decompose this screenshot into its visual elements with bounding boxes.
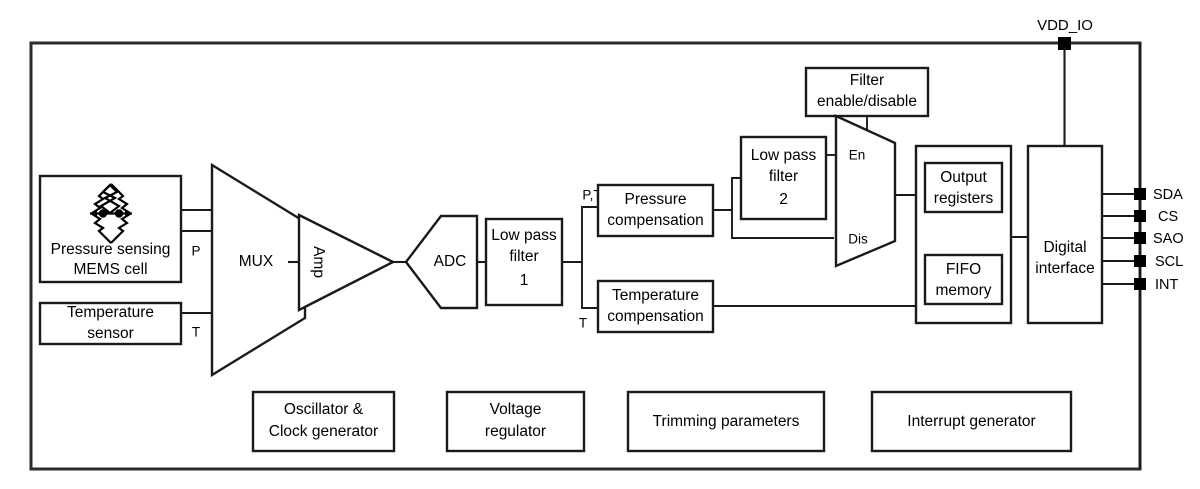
wheatstone-bridge-icon	[90, 183, 132, 244]
block-temperature-compensation-label-1: Temperature	[612, 287, 699, 304]
block-low-pass-filter-1-label-2: filter	[509, 248, 538, 265]
block-voltage-regulator-label-1: Voltage	[490, 401, 542, 418]
pad-int	[1134, 278, 1146, 290]
pad-scl	[1134, 255, 1146, 267]
block-amp-label: Amp	[310, 246, 327, 278]
block-interrupt-generator[interactable]	[870, 390, 1073, 453]
signal-label-t: T	[192, 325, 200, 340]
wire-lpf1-branch-pressure	[581, 206, 598, 262]
block-pressure-compensation[interactable]	[596, 183, 715, 238]
pin-label-scl: SCL	[1155, 254, 1183, 270]
wire-pcomp-bypass	[731, 210, 834, 239]
block-voltage-regulator[interactable]	[445, 390, 586, 453]
block-pressure-compensation-label-1: Pressure	[624, 191, 686, 208]
block-temperature-sensor[interactable]	[38, 301, 183, 346]
block-output-registers[interactable]	[923, 161, 1004, 214]
signal-label-p: P	[191, 244, 200, 259]
block-voltage-regulator-label-2: regulator	[485, 423, 546, 440]
block-oscillator-label-1: Oscillator &	[284, 401, 364, 418]
block-interrupt-generator-label: Interrupt generator	[907, 413, 1035, 430]
block-digital-interface-label-2: interface	[1035, 260, 1094, 277]
wire-pcomp-to-lpf2	[731, 177, 741, 210]
pad-sao	[1134, 232, 1146, 244]
block-mux-label: MUX	[239, 253, 274, 270]
pin-label-sda: SDA	[1153, 187, 1183, 203]
pin-label-int: INT	[1155, 277, 1179, 293]
block-mems-cell[interactable]	[38, 174, 183, 284]
block-filter-enable-disable-label-1: Filter	[850, 72, 884, 89]
block-temperature-sensor-label-1: Temperature	[67, 304, 154, 321]
block-fifo-memory-label-2: memory	[936, 282, 992, 299]
pin-label-cs: CS	[1158, 209, 1178, 225]
filter-mux-port-en: En	[849, 148, 866, 163]
block-trimming-parameters-label: Trimming parameters	[653, 413, 800, 430]
block-temperature-sensor-label-2: sensor	[87, 325, 134, 342]
block-pressure-compensation-label-2: compensation	[607, 212, 704, 229]
block-fifo-memory[interactable]	[923, 253, 1004, 306]
pad-cs	[1134, 210, 1146, 222]
block-trimming-parameters[interactable]	[626, 390, 826, 453]
block-temperature-compensation[interactable]	[596, 279, 715, 334]
wire-lpf1-branch-temperature	[581, 262, 598, 309]
vdd-io-pad	[1058, 37, 1071, 50]
block-mux[interactable]	[210, 162, 307, 378]
block-temperature-compensation-label-2: compensation	[607, 308, 704, 325]
block-output-registers-label-2: registers	[934, 190, 994, 207]
block-mems-cell-label-2: MEMS cell	[73, 261, 147, 278]
block-oscillator-label-2: Clock generator	[269, 423, 378, 440]
block-digital-interface-label-1: Digital	[1043, 239, 1086, 256]
block-low-pass-filter-2[interactable]	[739, 135, 828, 221]
signal-label-t2: T	[579, 316, 587, 331]
filter-mux-port-dis: Dis	[848, 232, 868, 247]
block-oscillator-clock-generator[interactable]	[251, 390, 396, 453]
pin-label-sao: SAO	[1153, 231, 1184, 247]
pad-sda	[1134, 188, 1146, 200]
block-low-pass-filter-2-label-3: 2	[779, 191, 788, 208]
block-adc-label: ADC	[434, 253, 467, 270]
block-low-pass-filter-1-label-1: Low pass	[491, 227, 557, 244]
block-mems-cell-label-1: Pressure sensing	[51, 241, 171, 258]
block-low-pass-filter-1-label-3: 1	[520, 272, 529, 289]
block-output-registers-label-1: Output	[940, 169, 987, 186]
block-filter-enable-disable-label-2: enable/disable	[817, 93, 917, 110]
block-digital-interface[interactable]	[1026, 144, 1104, 325]
block-low-pass-filter-2-label-2: filter	[769, 168, 798, 185]
vdd-io-label: VDD_IO	[1037, 17, 1093, 34]
block-low-pass-filter-2-label-1: Low pass	[751, 147, 817, 164]
block-filter-mux[interactable]	[834, 114, 897, 268]
block-fifo-memory-label-1: FIFO	[946, 261, 981, 278]
